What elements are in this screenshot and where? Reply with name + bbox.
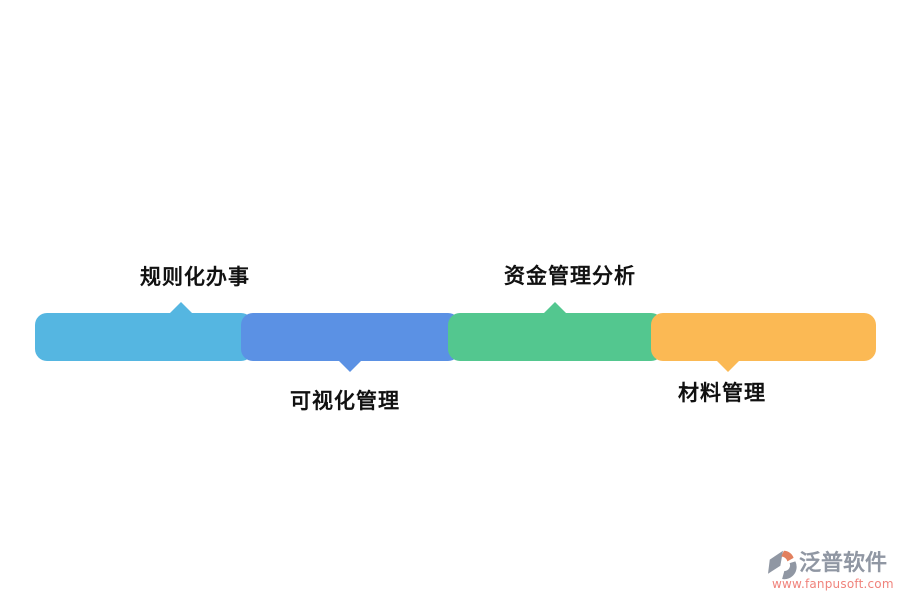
pointer-up-icon bbox=[544, 302, 566, 313]
fanpu-logo-icon bbox=[768, 550, 797, 580]
segment-label-3: 资金管理分析 bbox=[504, 264, 636, 288]
watermark-brand-text: 泛普软件 bbox=[799, 551, 888, 576]
segment-bar-3 bbox=[448, 313, 663, 361]
segment-label-1: 规则化办事 bbox=[140, 265, 250, 289]
segment-label-4: 材料管理 bbox=[678, 381, 766, 405]
segment-bar-1 bbox=[35, 313, 253, 361]
pointer-down-icon bbox=[339, 361, 361, 372]
segment-bar-4 bbox=[651, 313, 876, 361]
segment-label-2: 可视化管理 bbox=[290, 389, 400, 413]
pointer-up-icon bbox=[170, 302, 192, 313]
pointer-down-icon bbox=[717, 361, 739, 372]
watermark: 泛普软件 www.fanpusoft.com bbox=[768, 548, 894, 591]
watermark-url-text: www.fanpusoft.com bbox=[772, 577, 894, 591]
segment-bar-2 bbox=[241, 313, 460, 361]
